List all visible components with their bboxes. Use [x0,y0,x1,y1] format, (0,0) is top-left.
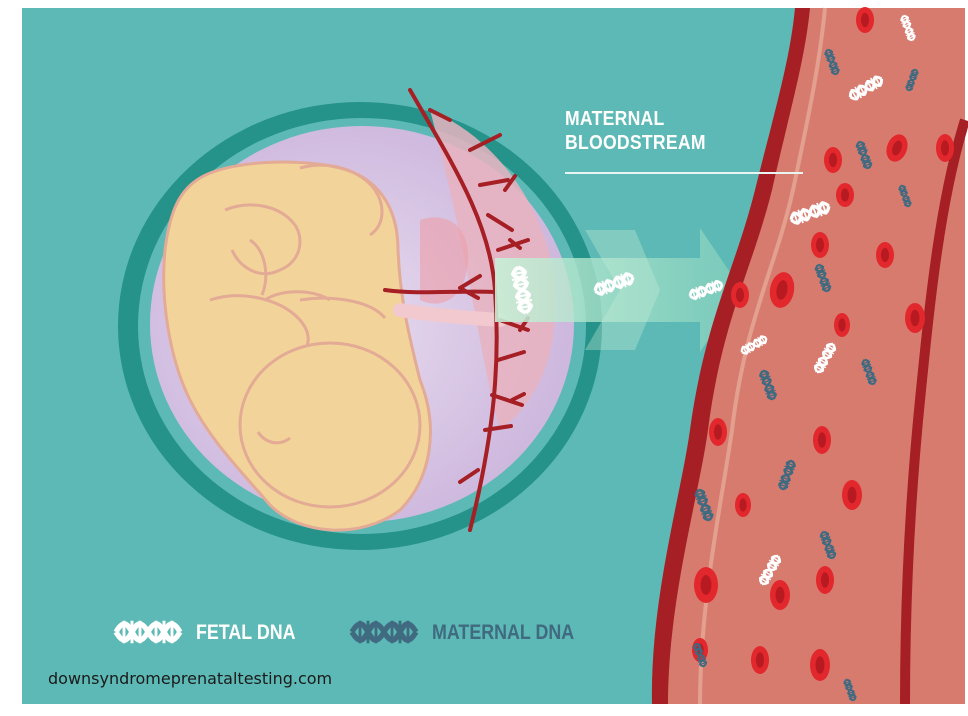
red-blood-cell-icon [751,646,769,674]
title-underline [565,172,803,174]
red-blood-cell-icon [876,242,894,268]
red-blood-cell-icon [836,183,854,207]
red-blood-cell-icon [810,649,830,681]
red-blood-cell-icon [813,426,831,454]
source-watermark: downsyndromeprenataltesting.com [48,669,332,688]
red-blood-cell-icon [936,134,954,162]
red-blood-cell-icon [816,566,834,594]
red-blood-cell-icon [735,493,751,517]
bloodstream-title-line1: MATERNAL [565,108,665,131]
red-blood-cell-icon [905,303,925,333]
red-blood-cell-icon [834,313,850,337]
red-blood-cell-icon [811,232,829,258]
red-blood-cell-icon [694,567,718,603]
red-blood-cell-icon [731,282,749,308]
red-blood-cell-icon [770,580,790,610]
red-blood-cell-icon [856,7,874,33]
bloodstream-title-line2: BLOODSTREAM [565,132,706,155]
red-blood-cell-icon [842,480,862,510]
red-blood-cell-icon [709,418,727,446]
red-blood-cell-icon [824,147,842,173]
legend-maternal-dna: MATERNAL DNA [432,621,574,645]
legend-fetal-dna: FETAL DNA [196,621,296,645]
